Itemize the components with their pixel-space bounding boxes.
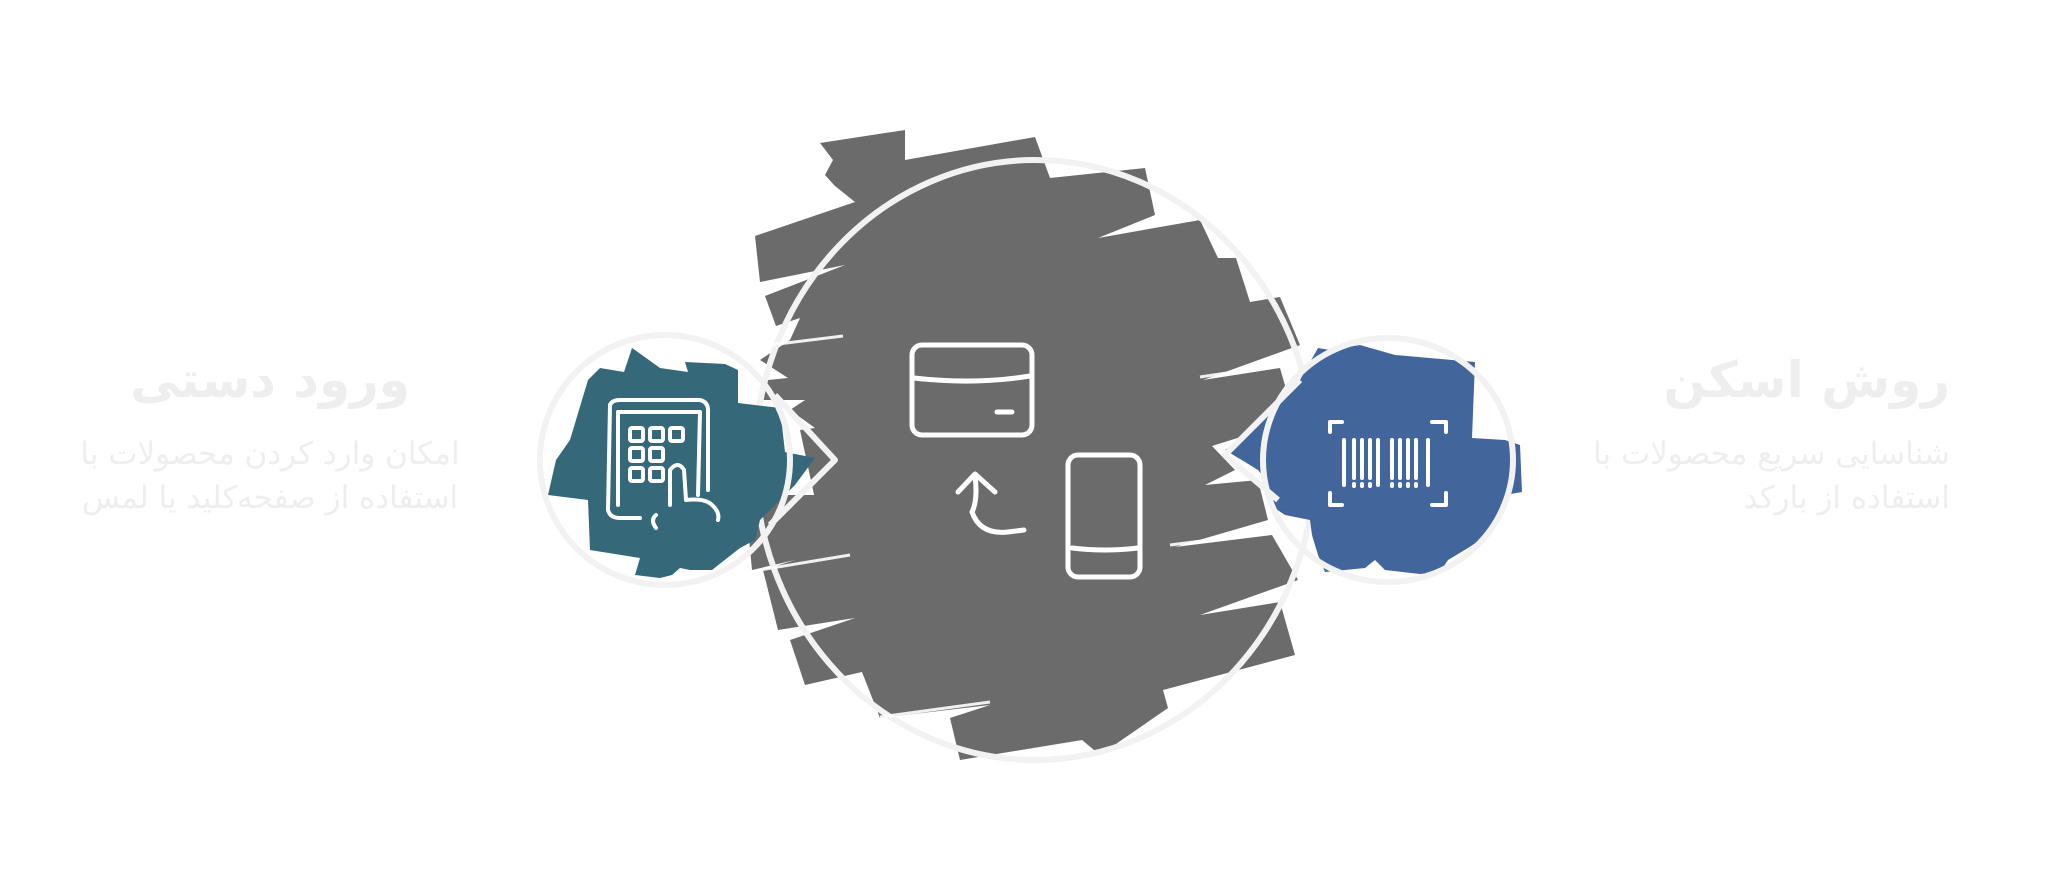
left-outline (537, 332, 793, 588)
left-text-block: ورود دستی امکان وارد کردن محصولات با است… (70, 350, 470, 520)
left-blob (548, 348, 815, 578)
right-connector (1222, 377, 1303, 503)
keypad-touch-icon (606, 398, 721, 530)
left-node (537, 332, 838, 588)
right-node (1222, 335, 1522, 585)
right-blob (1225, 345, 1522, 574)
right-outline (1260, 335, 1516, 585)
right-description: شناسایی سریع محصولات با استفاده از بارکد (1593, 436, 1950, 516)
center-blob (745, 130, 1300, 760)
left-description: امکان وارد کردن محصولات با استفاده از صف… (80, 436, 460, 516)
left-connector (767, 392, 838, 528)
center-node (745, 130, 1318, 763)
left-title: ورود دستی (130, 351, 410, 409)
barcode-scan-icon (1328, 420, 1448, 507)
right-text-block: روش اسکن شناسایی سریع محصولات با استفاده… (1590, 350, 1950, 520)
right-title: روش اسکن (1663, 351, 1950, 409)
card-and-phone-transfer-icon (909, 342, 1143, 580)
